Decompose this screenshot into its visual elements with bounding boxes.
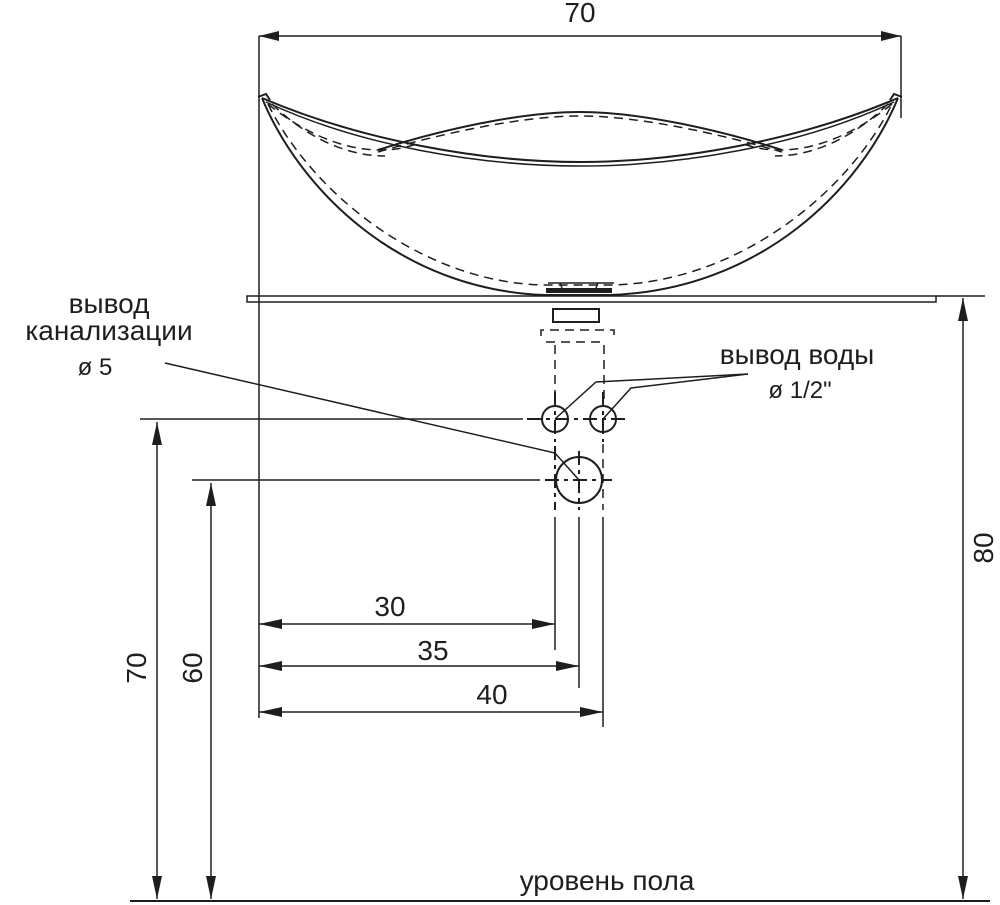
floor-level-label: уровень пола [520,865,695,896]
height-80-label: 80 [968,532,999,563]
height-60-label: 60 [177,652,208,683]
basin-outline [257,92,903,296]
countertop [246,295,937,303]
svg-text:вывод: вывод [69,288,150,319]
water-label: вывод воды ø 1/2" [720,339,875,404]
svg-text:канализации: канализации [25,315,192,346]
svg-text:ø 5: ø 5 [78,354,113,381]
horizontal-offsets: 30 35 40 [259,517,604,727]
sewer-outlet [164,362,612,510]
svg-text:вывод воды: вывод воды [720,339,875,370]
offset-40-label: 40 [476,679,507,710]
height-dimension-right: 80 [958,298,999,899]
height-70-label: 70 [121,652,152,683]
offset-30-label: 30 [374,591,405,622]
water-outlets [140,373,749,510]
top-width-label: 70 [564,0,595,28]
top-width-dimension: 70 [259,0,902,118]
height-dimensions-left: 70 60 [121,422,216,899]
offset-35-label: 35 [417,635,448,666]
svg-text:ø 1/2": ø 1/2" [768,377,831,404]
sewer-label: вывод канализации ø 5 [25,288,192,381]
drain-siphon [540,308,615,400]
